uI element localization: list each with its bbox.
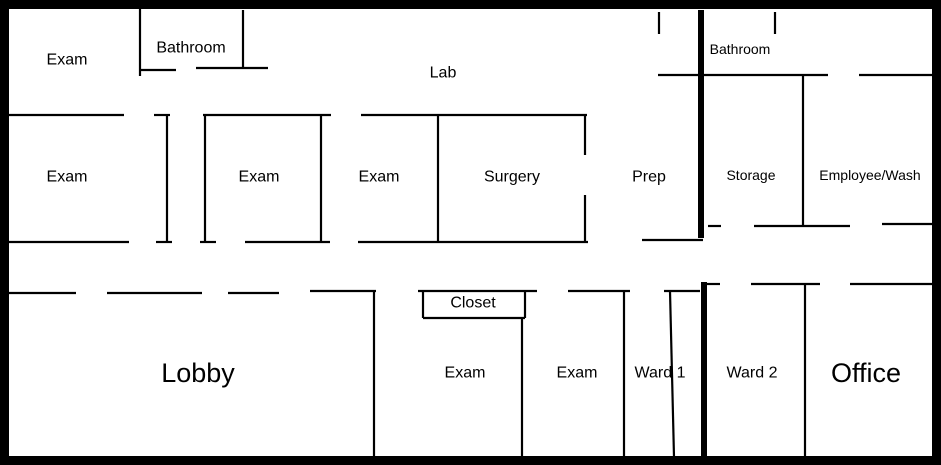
room-label-surgery: Surgery bbox=[484, 169, 540, 186]
room-label-bathroom-left: Bathroom bbox=[156, 40, 225, 57]
room-label-employee-wash: Employee/Wash bbox=[819, 167, 920, 183]
room-label-exam-row2-2: Exam bbox=[239, 169, 280, 186]
room-label-office: Office bbox=[831, 358, 901, 388]
walls-corridor-bottom bbox=[8, 282, 933, 295]
room-label-lobby: Lobby bbox=[161, 358, 235, 388]
room-label-prep: Prep bbox=[632, 169, 666, 186]
room-label-ward-2: Ward 2 bbox=[727, 365, 778, 382]
walls-bottom-row bbox=[372, 284, 807, 458]
room-label-exam-top-left: Exam bbox=[47, 52, 88, 69]
room-label-storage: Storage bbox=[726, 167, 775, 183]
room-label-bathroom-right: Bathroom bbox=[710, 41, 771, 57]
thick-partition bbox=[698, 10, 707, 457]
walls-row2-bottom bbox=[8, 238, 703, 244]
room-label-exam-row2-1: Exam bbox=[47, 169, 88, 186]
walls-row2-top bbox=[8, 113, 587, 242]
walls-right-top bbox=[657, 12, 933, 228]
room-label-exam-row2-3: Exam bbox=[359, 169, 400, 186]
room-label-lab: Lab bbox=[430, 65, 457, 82]
walls-top-left bbox=[138, 8, 268, 76]
room-label-closet: Closet bbox=[450, 295, 496, 312]
room-label-ward-1: Ward 1 bbox=[635, 365, 686, 382]
room-label-exam-bottom-2: Exam bbox=[557, 365, 598, 382]
room-label-exam-bottom-1: Exam bbox=[445, 365, 486, 382]
